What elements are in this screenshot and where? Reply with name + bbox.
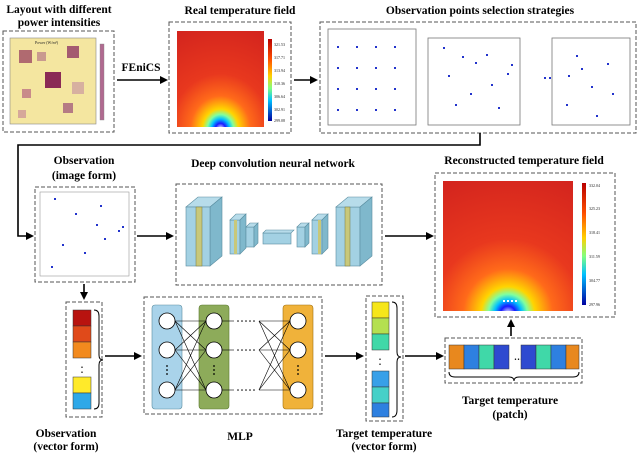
real-field-heatmap <box>177 31 264 127</box>
layout-colorbar <box>99 43 105 121</box>
obs-vector-brace <box>93 309 104 410</box>
obs-vector-title-line1: Observation <box>36 428 97 440</box>
observation-dashed-frame <box>34 186 136 283</box>
real-tick-4: 306.64 <box>274 94 285 99</box>
target-patch: … <box>448 344 580 370</box>
target-vector-dashed-frame <box>365 295 404 422</box>
heat-source-blocks <box>18 46 84 118</box>
target-patch-title-line2: (patch) <box>492 409 527 421</box>
strategy-boundary <box>544 37 631 126</box>
connector-strategies-to-observation <box>17 133 481 240</box>
recon-tick-2: 318.41 <box>589 230 600 235</box>
dcnn-dashed-frame <box>175 183 383 286</box>
mlp-network <box>151 304 314 410</box>
real-field-title: Real temperature field <box>185 5 297 17</box>
strategies-dashed-frame <box>319 21 637 134</box>
svg-text:.: . <box>81 365 83 375</box>
observation-title-line1: Observation <box>54 155 115 167</box>
reconstructed-patch-marker <box>503 300 517 302</box>
recon-tick-5: 297.96 <box>589 302 600 307</box>
real-tick-1: 317.71 <box>274 55 285 60</box>
observation-title-line2: (image form) <box>52 170 116 182</box>
target-vector-title-line1: Target temperature <box>336 428 432 440</box>
recon-tick-3: 311.59 <box>589 254 600 259</box>
fenics-label: FEniCS <box>122 62 161 74</box>
recon-tick-1: 325.23 <box>589 206 600 211</box>
dcnn-title: Deep convolution neural network <box>191 158 355 170</box>
dcnn-architecture <box>185 196 373 267</box>
layout-title-line1: Layout with different <box>6 4 111 16</box>
mlp-dashed-frame <box>143 296 323 415</box>
svg-text:.: . <box>379 357 381 367</box>
real-tick-2: 313.94 <box>274 68 285 73</box>
svg-text:.: . <box>379 352 381 362</box>
real-colorbar-ticks: 321.53 317.71 313.94 310.36 306.64 302.9… <box>274 42 285 123</box>
target-patch-brace <box>448 371 580 382</box>
layout-caption: Power (W/m²) <box>35 40 59 45</box>
recon-colorbar-ticks: 332.04 325.23 318.41 311.59 304.77 297.9… <box>589 183 600 307</box>
reconstructed-dashed-frame <box>434 172 616 318</box>
observation-points <box>51 198 124 268</box>
real-tick-5: 302.91 <box>274 107 285 112</box>
observation-image <box>39 191 130 277</box>
real-tick-6: 299.08 <box>274 118 285 123</box>
layout-title-line2: power intensities <box>18 17 101 29</box>
layout-dashed-frame <box>2 30 115 133</box>
recon-tick-4: 304.77 <box>589 278 600 283</box>
obs-vector-title-line2: (vector form) <box>33 441 98 453</box>
target-vector-title-line2: (vector form) <box>351 441 416 453</box>
svg-text:.: . <box>81 360 83 370</box>
recon-tick-0: 332.04 <box>589 183 600 188</box>
strategies-title: Observation points selection strategies <box>386 5 575 17</box>
target-patch-title-line1: Target temperature <box>462 395 558 407</box>
target-vector: . . <box>371 301 390 418</box>
svg-text:…: … <box>514 352 523 362</box>
real-field-dashed-frame <box>168 21 292 134</box>
mlp-title: MLP <box>227 431 253 443</box>
obs-vector: . . <box>72 309 92 410</box>
reconstructed-heatmap <box>443 181 573 311</box>
real-field-colorbar <box>268 39 272 121</box>
reconstructed-colorbar <box>582 183 586 305</box>
target-vector-brace <box>391 301 402 418</box>
real-tick-3: 310.36 <box>274 81 285 86</box>
reconstructed-title: Reconstructed temperature field <box>444 155 604 167</box>
real-tick-0: 321.53 <box>274 42 285 47</box>
strategy-random <box>427 37 521 126</box>
target-patch-dashed-frame <box>444 337 583 384</box>
strategy-uniform <box>327 28 417 126</box>
